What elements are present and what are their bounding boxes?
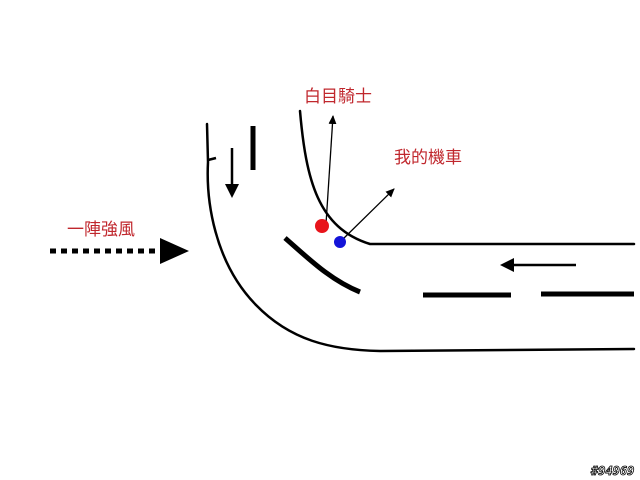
rider-pointer-line — [325, 115, 337, 225]
label-white-eyed-rider: 白目騎士 — [304, 87, 372, 107]
label-gust-of-wind: 一陣強風 — [67, 220, 135, 240]
road-outer-edge-notch — [207, 156, 217, 162]
label-my-scooter: 我的機車 — [394, 148, 462, 168]
down-arrow-head — [225, 184, 239, 198]
scooter-pointer-line — [341, 188, 395, 241]
road-inner-edge — [298, 109, 636, 246]
rider-dot — [315, 219, 329, 233]
wind-arrow-head — [160, 238, 189, 264]
watermark: #94969 — [590, 464, 634, 478]
scooter-dot — [334, 236, 346, 248]
left-arrow-head — [500, 258, 514, 272]
road-outer-edge — [205, 122, 636, 353]
lane-marker-curve — [283, 236, 361, 295]
